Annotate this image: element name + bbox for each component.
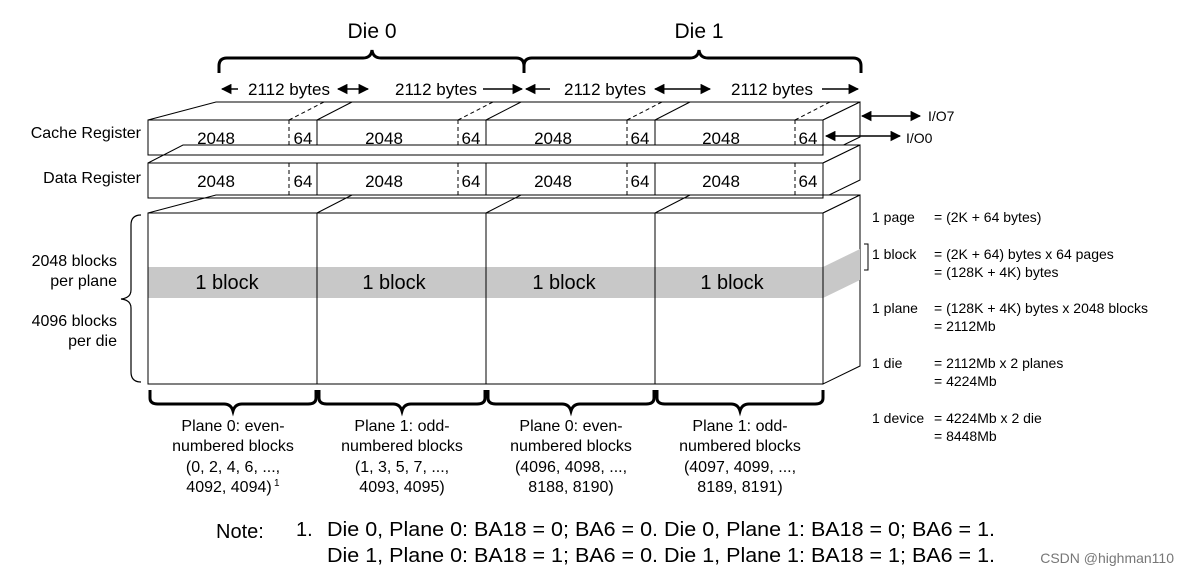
- blocks-per-plane-line-2: per plane: [50, 273, 117, 290]
- svg-text:8188, 8190): 8188, 8190): [528, 479, 613, 496]
- die-1-label: Die 1: [674, 20, 723, 43]
- byte-label-3: 2112 bytes: [564, 80, 646, 99]
- svg-text:8189, 8191): 8189, 8191): [697, 479, 782, 496]
- blocks-per-die-line-1: 4096 blocks: [32, 313, 117, 330]
- block-label-4: 1 block: [700, 272, 764, 294]
- plane-braces: [148, 390, 825, 417]
- capacity-equations: 1 page = (2K + 64 bytes) 1 block = (2K +…: [872, 209, 1148, 444]
- svg-text:(1, 3, 5, 7, ...,: (1, 3, 5, 7, ...,: [355, 459, 449, 476]
- data-spare-cell-4: 64: [799, 172, 818, 191]
- cache-main-cell-1: 2048: [197, 129, 235, 148]
- svg-text:Plane 1: odd-: Plane 1: odd-: [354, 418, 449, 435]
- die-1-brace: [522, 49, 863, 73]
- plane-0-die-1-description: Plane 0: even- numbered blocks (4096, 40…: [510, 418, 632, 496]
- eq-die-line-1: = 2112Mb x 2 planes: [934, 355, 1063, 371]
- data-main-cell-2: 2048: [365, 172, 403, 191]
- blocks-per-die-line-2: per die: [68, 333, 117, 350]
- data-register-label: Data Register: [43, 170, 141, 187]
- svg-text:4092, 4094): 4092, 4094): [186, 479, 271, 496]
- svg-text:4093, 4095): 4093, 4095): [359, 479, 444, 496]
- note-number: 1.: [296, 519, 313, 541]
- byte-label-1: 2112 bytes: [248, 80, 330, 99]
- data-main-cell-4: 2048: [702, 172, 740, 191]
- block-bracket: [864, 243, 869, 271]
- data-spare-cell-2: 64: [462, 172, 481, 191]
- note-label: Note:: [216, 521, 264, 543]
- eq-device-term: 1 device: [872, 410, 924, 426]
- cache-spare-cell-3: 64: [631, 129, 650, 148]
- eq-block-line-1: = (2K + 64) bytes x 64 pages: [934, 246, 1114, 262]
- byte-label-2: 2112 bytes: [395, 80, 477, 99]
- svg-text:Plane 0: even-: Plane 0: even-: [519, 418, 622, 435]
- svg-text:Plane 1: odd-: Plane 1: odd-: [692, 418, 787, 435]
- left-brace: [120, 214, 142, 383]
- eq-page-term: 1 page: [872, 209, 915, 225]
- note-line-2: Die 1, Plane 0: BA18 = 1; BA6 = 0. Die 1…: [327, 545, 995, 567]
- svg-text:Plane 0: even-: Plane 0: even-: [181, 418, 284, 435]
- blocks-per-plane-line-1: 2048 blocks: [32, 253, 117, 270]
- eq-die-line-2: = 4224Mb: [934, 373, 997, 389]
- eq-plane-line-2: = 2112Mb: [934, 318, 996, 334]
- die-0-brace: [217, 49, 526, 73]
- plane-0-die-0-description: Plane 0: even- numbered blocks (0, 2, 4,…: [172, 418, 294, 496]
- cache-spare-cell-4: 64: [799, 129, 818, 148]
- svg-text:numbered blocks: numbered blocks: [341, 438, 463, 455]
- byte-label-4: 2112 bytes: [731, 80, 813, 99]
- eq-plane-line-1: = (128K + 4K) bytes x 2048 blocks: [934, 300, 1148, 316]
- data-main-cell-3: 2048: [534, 172, 572, 191]
- cache-register-label: Cache Register: [31, 125, 142, 142]
- cache-spare-cell-1: 64: [294, 129, 313, 148]
- plane-1-die-1-description: Plane 1: odd- numbered blocks (4097, 409…: [679, 418, 801, 496]
- svg-text:numbered blocks: numbered blocks: [679, 438, 801, 455]
- cache-main-cell-4: 2048: [702, 129, 740, 148]
- svg-text:(4097, 4099, ...,: (4097, 4099, ...,: [684, 459, 796, 476]
- eq-die-term: 1 die: [872, 355, 903, 371]
- note-line-1: Die 0, Plane 0: BA18 = 0; BA6 = 0. Die 0…: [327, 519, 995, 541]
- data-register-front-overlay: [147, 162, 824, 199]
- plane-1-die-0-description: Plane 1: odd- numbered blocks (1, 3, 5, …: [341, 418, 463, 496]
- io0-label: I/O0: [906, 130, 933, 146]
- svg-text:numbered blocks: numbered blocks: [510, 438, 632, 455]
- eq-block-line-2: = (128K + 4K) bytes: [934, 264, 1059, 280]
- plane0-footnote-mark: 1: [274, 478, 280, 489]
- eq-device-line-2: = 8448Mb: [934, 428, 997, 444]
- block-label-1: 1 block: [195, 272, 259, 294]
- data-register: [147, 144, 861, 199]
- svg-text:numbered blocks: numbered blocks: [172, 438, 294, 455]
- block-label-3: 1 block: [532, 272, 596, 294]
- block-band-side: [823, 249, 860, 298]
- eq-page-line-1: = (2K + 64 bytes): [934, 209, 1041, 225]
- die-0-label: Die 0: [347, 20, 396, 43]
- cache-register-front-overlay: [147, 119, 824, 156]
- data-spare-cell-3: 64: [631, 172, 650, 191]
- eq-device-line-1: = 4224Mb x 2 die: [934, 410, 1042, 426]
- cache-main-cell-2: 2048: [365, 129, 403, 148]
- data-spare-cell-1: 64: [294, 172, 313, 191]
- block-label-2: 1 block: [362, 272, 426, 294]
- csdn-watermark: CSDN @highman110: [1040, 550, 1174, 566]
- svg-text:(0, 2, 4, 6, ...,: (0, 2, 4, 6, ...,: [186, 459, 280, 476]
- memory-array: [147, 194, 861, 385]
- eq-block-term: 1 block: [872, 246, 917, 262]
- cache-main-cell-3: 2048: [534, 129, 572, 148]
- io-arrows: [824, 110, 922, 142]
- io7-label: I/O7: [928, 108, 955, 124]
- eq-plane-term: 1 plane: [872, 300, 918, 316]
- data-main-cell-1: 2048: [197, 172, 235, 191]
- svg-text:(4096, 4098, ...,: (4096, 4098, ...,: [515, 459, 627, 476]
- cache-spare-cell-2: 64: [462, 129, 481, 148]
